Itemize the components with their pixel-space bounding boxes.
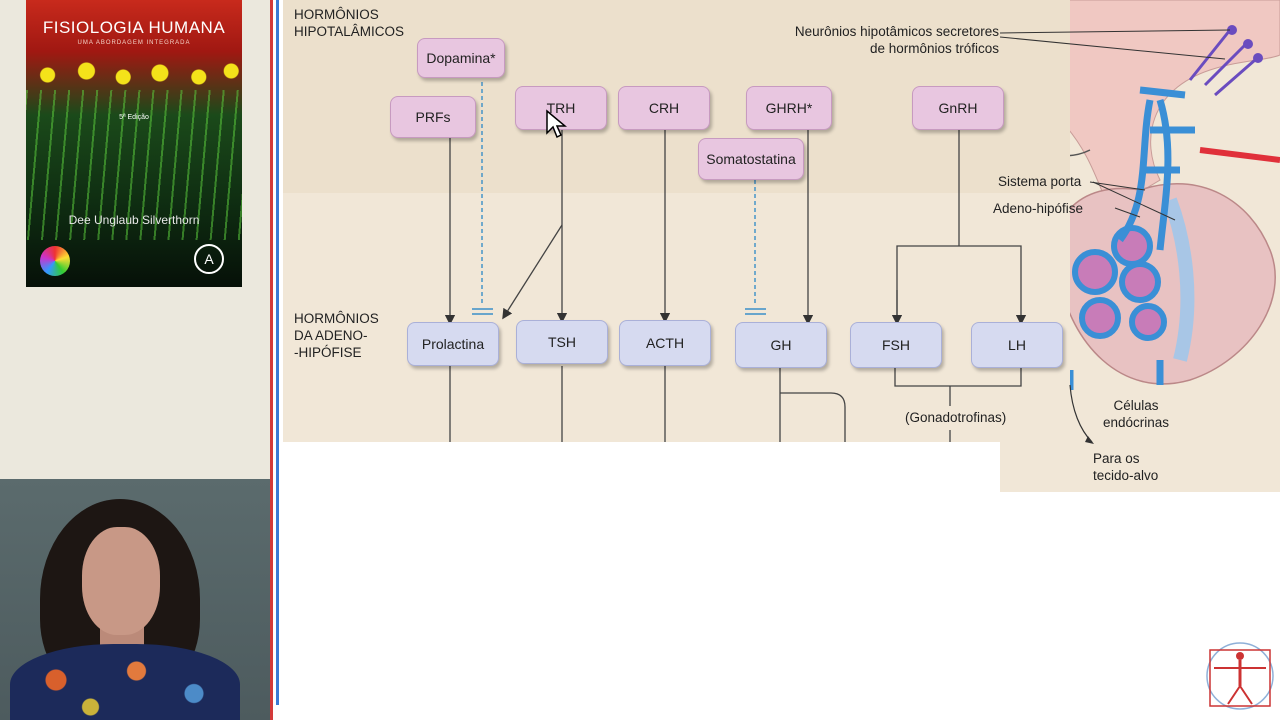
box-gh[interactable]: GH: [735, 322, 827, 368]
neurons-annotation-line1: Neurônios hipotâmicos secretores: [794, 24, 999, 39]
box-trh[interactable]: TRH: [515, 86, 607, 130]
adenohypophysis-annotation: Adeno-hipófise: [993, 201, 1084, 216]
box-dopamina[interactable]: Dopamina*: [417, 38, 505, 78]
divider-red: [270, 0, 273, 720]
box-ghrh[interactable]: GHRH*: [746, 86, 832, 130]
endocrine-line1: Células: [1113, 398, 1159, 413]
book-title: FISIOLOGIA HUMANA: [42, 18, 226, 37]
box-gnrh[interactable]: GnRH: [912, 86, 1004, 130]
presenter-face: [82, 527, 160, 635]
gonadotrophins-label: (Gonadotrofinas): [905, 410, 1007, 425]
pituitary-illustration: [1009, 0, 1280, 390]
target-line2: tecido-alvo: [1093, 468, 1159, 483]
box-prfs[interactable]: PRFs: [390, 96, 476, 138]
hypothalamic-hormones-label: HORMÔNIOS HIPOTALÂMICOS: [294, 6, 404, 40]
endocrine-cells-annotation: Células endócrinas: [1098, 397, 1174, 431]
annotation-pointer-lines: [1089, 181, 1176, 221]
endocrine-line2: endócrinas: [1102, 415, 1170, 430]
hypothalamic-label-line2: HIPOTALÂMICOS: [294, 24, 405, 39]
book-cover-fibers: [26, 90, 242, 240]
book-author: Dee Unglaub Silverthorn: [68, 213, 200, 227]
neurons-pointer-lines: [1000, 29, 1231, 60]
book-edition: 5ª Edição: [119, 114, 149, 121]
target-line1: Para os: [1093, 451, 1140, 466]
box-crh[interactable]: CRH: [618, 86, 710, 130]
adeno-label-line1: HORMÔNIOS: [294, 311, 379, 326]
box-somatostatina[interactable]: Somatostatina: [698, 138, 804, 180]
target-arrow: [1069, 384, 1094, 444]
box-tsh[interactable]: TSH: [516, 320, 608, 364]
adenohypophysis-hormones-label: HORMÔNIOS DA ADENO- -HIPÓFISE: [294, 310, 379, 361]
mouse-cursor-icon: [546, 109, 567, 139]
target-tissue-annotation: Para os tecido-alvo: [1093, 450, 1158, 484]
box-acth[interactable]: ACTH: [619, 320, 711, 366]
presenter-body: [10, 644, 240, 720]
webcam-feed: [0, 479, 270, 720]
neurons-annotation-line2: de hormônios tróficos: [869, 41, 999, 56]
scrollbar-track[interactable]: [276, 0, 279, 705]
vitruvian-logo-icon: [1206, 642, 1274, 710]
cd-icon: [40, 246, 70, 276]
left-panel: FISIOLOGIA HUMANA UMA ABORDAGEM INTEGRAD…: [0, 0, 270, 720]
neurons-annotation: Neurônios hipotâmicos secretores de horm…: [781, 23, 999, 57]
portal-system-annotation: Sistema porta: [998, 174, 1082, 189]
box-prolactina[interactable]: Prolactina: [407, 322, 499, 366]
adeno-label-line2: DA ADENO-: [294, 328, 368, 343]
connector-lines: [444, 82, 1027, 442]
box-fsh[interactable]: FSH: [850, 322, 942, 368]
adeno-label-line3: -HIPÓFISE: [294, 345, 362, 360]
box-lh[interactable]: LH: [971, 322, 1063, 368]
hypothalamic-label-line1: HORMÔNIOS: [294, 7, 379, 22]
book-subtitle: UMA ABORDAGEM INTEGRADA: [77, 40, 191, 46]
book-cover-art: [26, 55, 242, 95]
publisher-logo: A: [194, 244, 224, 274]
book-cover: FISIOLOGIA HUMANA UMA ABORDAGEM INTEGRAD…: [26, 0, 242, 287]
hormone-diagram: HORMÔNIOS HIPOTALÂMICOS HORMÔNIOS DA ADE…: [283, 0, 1070, 442]
